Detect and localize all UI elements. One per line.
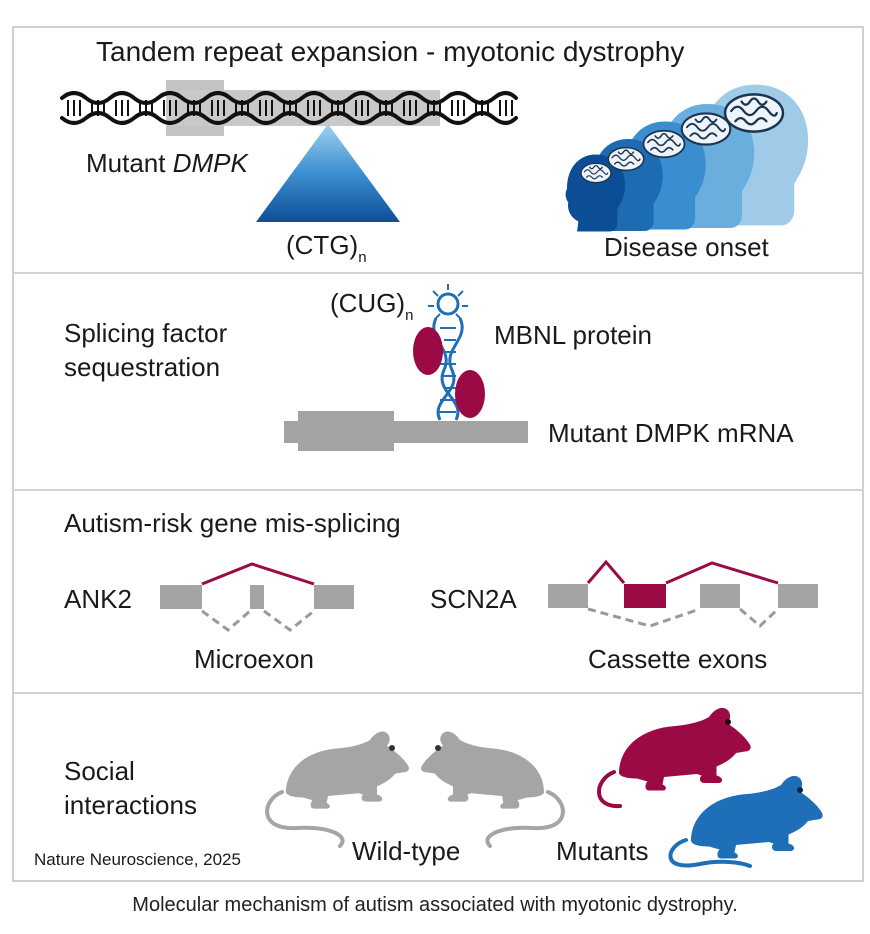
wildtype-mouse-left: [265, 731, 409, 848]
mutant-mouse-crimson: [597, 707, 751, 809]
disease-onset-heads: [565, 84, 809, 232]
figure-caption: Molecular mechanism of autism associated…: [132, 894, 738, 916]
scn2a-wt-junction: [587, 607, 780, 629]
ank2-wt-junction: [201, 609, 315, 632]
scn2a-exon-4: [778, 584, 818, 608]
mutant-mouse-blue: [668, 775, 823, 868]
scn2a-label: SCN2A: [430, 584, 517, 614]
divider-1: [12, 272, 864, 274]
wildtype-mouse-right: [421, 731, 565, 848]
scn2a-splicing: [548, 559, 818, 629]
scn2a-cassette-exon: [624, 584, 666, 608]
ank2-exon-left: [160, 585, 202, 609]
mutants-label: Mutants: [556, 836, 649, 866]
credit-text: Nature Neuroscience, 2025: [34, 850, 241, 869]
scn2a-exon-1: [548, 584, 588, 608]
expansion-triangle: [256, 124, 400, 222]
cug-base: (CUG): [330, 288, 406, 318]
ank2-exon-right: [314, 585, 354, 609]
mbnl-protein-2: [455, 370, 485, 418]
mbnl-protein-1: [413, 327, 443, 375]
gene-label-prefix: Mutant: [86, 148, 173, 178]
divider-2: [12, 489, 864, 491]
scn2a-exon-3: [700, 584, 740, 608]
ank2-splicing: [160, 562, 354, 632]
mbnl-protein-label: MBNL protein: [494, 320, 652, 350]
wildtype-label: Wild-type: [352, 836, 461, 866]
panel3-heading: Autism-risk gene mis-splicing: [64, 508, 401, 538]
microexon-label: Microexon: [194, 644, 314, 674]
cassette-exons-label: Cassette exons: [588, 644, 768, 674]
figure-frame: [12, 26, 864, 882]
gene-label-italic: DMPK: [172, 148, 248, 178]
ctg-base: (CTG): [286, 230, 359, 260]
mrna-exon-block: [298, 411, 394, 451]
gene-label: Mutant DMPK: [86, 148, 248, 179]
ank2-microexon: [250, 585, 264, 609]
divider-3: [12, 692, 864, 694]
mrna-label: Mutant DMPK mRNA: [548, 418, 794, 448]
scn2a-mutant-junction: [586, 559, 779, 585]
ctg-repeat-label: (CTG)n: [286, 230, 367, 266]
disease-onset-label: Disease onset: [604, 232, 769, 262]
ank2-label: ANK2: [64, 584, 132, 614]
cug-repeat-label: (CUG)n: [330, 288, 413, 324]
ctg-subscript: n: [358, 249, 367, 266]
panel4-heading-line1: Social: [64, 756, 135, 786]
cug-subscript: n: [405, 307, 414, 324]
panel2-heading-line1: Splicing factor: [64, 318, 228, 348]
dna-rungs: [67, 100, 513, 116]
panel2-heading-line2: sequestration: [64, 352, 221, 382]
panel4-heading-line2: interactions: [64, 790, 197, 820]
panel1-title: Tandem repeat expansion - myotonic dystr…: [96, 36, 685, 67]
ank2-mutant-junction: [201, 562, 315, 586]
corner-mark: ": [10, 0, 18, 15]
